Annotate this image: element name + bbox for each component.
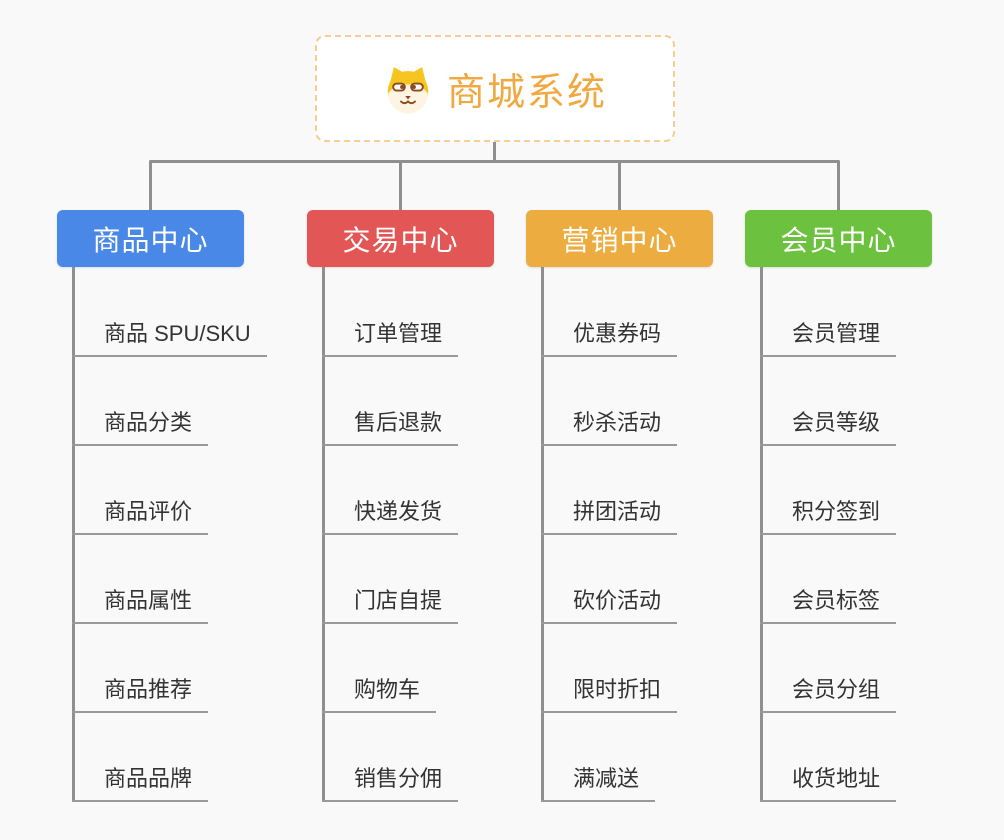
root-topic[interactable]: 商城系统 xyxy=(315,35,675,142)
branch-label: 会员中心 xyxy=(780,224,897,256)
leaf-item[interactable]: 售后退款 xyxy=(322,410,459,446)
leaf-item[interactable]: 砍价活动 xyxy=(541,588,678,624)
branch-column-product: 商品 SPU/SKU 商品分类 商品评价 商品属性 商品推荐 商品品牌 xyxy=(72,267,352,807)
dog-face-icon xyxy=(387,66,429,114)
branch-label: 营销中心 xyxy=(561,224,678,256)
leaf-item[interactable]: 满减送 xyxy=(541,766,656,802)
branch-column-trade: 订单管理 售后退款 快递发货 门店自提 购物车 销售分佣 xyxy=(322,267,602,807)
leaf-item[interactable]: 会员管理 xyxy=(760,321,897,357)
leaf-item[interactable]: 门店自提 xyxy=(322,588,459,624)
connector-line xyxy=(149,162,152,210)
leaf-item[interactable]: 商品分类 xyxy=(72,410,209,446)
leaf-item[interactable]: 积分签到 xyxy=(760,499,897,535)
branch-member-center[interactable]: 会员中心 xyxy=(745,210,932,267)
branch-product-center[interactable]: 商品中心 xyxy=(57,210,244,267)
leaf-item[interactable]: 订单管理 xyxy=(322,321,459,357)
branch-label: 交易中心 xyxy=(342,224,459,256)
leaf-item[interactable]: 秒杀活动 xyxy=(541,410,678,446)
leaf-item[interactable]: 购物车 xyxy=(322,677,437,713)
branch-label: 商品中心 xyxy=(92,224,209,256)
branch-column-marketing: 优惠券码 秒杀活动 拼团活动 砍价活动 限时折扣 满减送 xyxy=(541,267,821,807)
leaf-item[interactable]: 限时折扣 xyxy=(541,677,678,713)
leaf-item[interactable]: 商品属性 xyxy=(72,588,209,624)
leaf-item[interactable]: 商品评价 xyxy=(72,499,209,535)
branch-column-member: 会员管理 会员等级 积分签到 会员标签 会员分组 收货地址 xyxy=(760,267,1004,807)
connector-line xyxy=(493,142,496,163)
branch-trade-center[interactable]: 交易中心 xyxy=(307,210,494,267)
leaf-item[interactable]: 快递发货 xyxy=(322,499,459,535)
leaf-item[interactable]: 销售分佣 xyxy=(322,766,459,802)
leaf-item[interactable]: 商品品牌 xyxy=(72,766,209,802)
root-topic-label: 商城系统 xyxy=(446,72,607,114)
leaf-item[interactable]: 商品 SPU/SKU xyxy=(72,321,267,357)
leaf-item[interactable]: 会员等级 xyxy=(760,410,897,446)
leaf-item[interactable]: 商品推荐 xyxy=(72,677,209,713)
leaf-item[interactable]: 收货地址 xyxy=(760,766,897,802)
branch-marketing-center[interactable]: 营销中心 xyxy=(526,210,713,267)
connector-line xyxy=(149,160,840,163)
leaf-item[interactable]: 会员标签 xyxy=(760,588,897,624)
leaf-item[interactable]: 优惠券码 xyxy=(541,321,678,357)
connector-line xyxy=(837,162,840,210)
leaf-item[interactable]: 拼团活动 xyxy=(541,499,678,535)
connector-line xyxy=(399,162,402,210)
connector-line xyxy=(618,162,621,210)
leaf-item[interactable]: 会员分组 xyxy=(760,677,897,713)
